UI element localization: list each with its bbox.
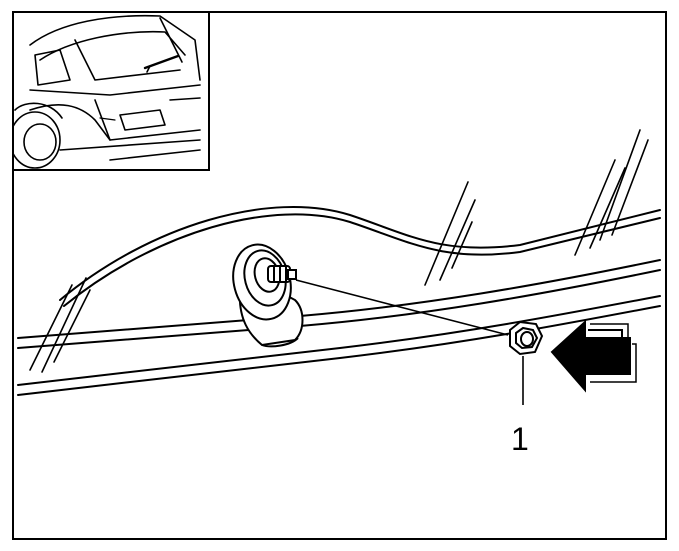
callout-number-1: 1 bbox=[511, 421, 529, 457]
assembly-guide-line bbox=[295, 279, 509, 336]
rear-window-edge bbox=[17, 206, 661, 396]
vehicle-rear-view-inset bbox=[12, 11, 210, 171]
glass-reflection-hatches bbox=[29, 129, 649, 373]
direction-arrow-icon bbox=[550, 319, 637, 393]
wiper-stud bbox=[267, 265, 297, 283]
hex-nut-icon bbox=[509, 320, 544, 356]
